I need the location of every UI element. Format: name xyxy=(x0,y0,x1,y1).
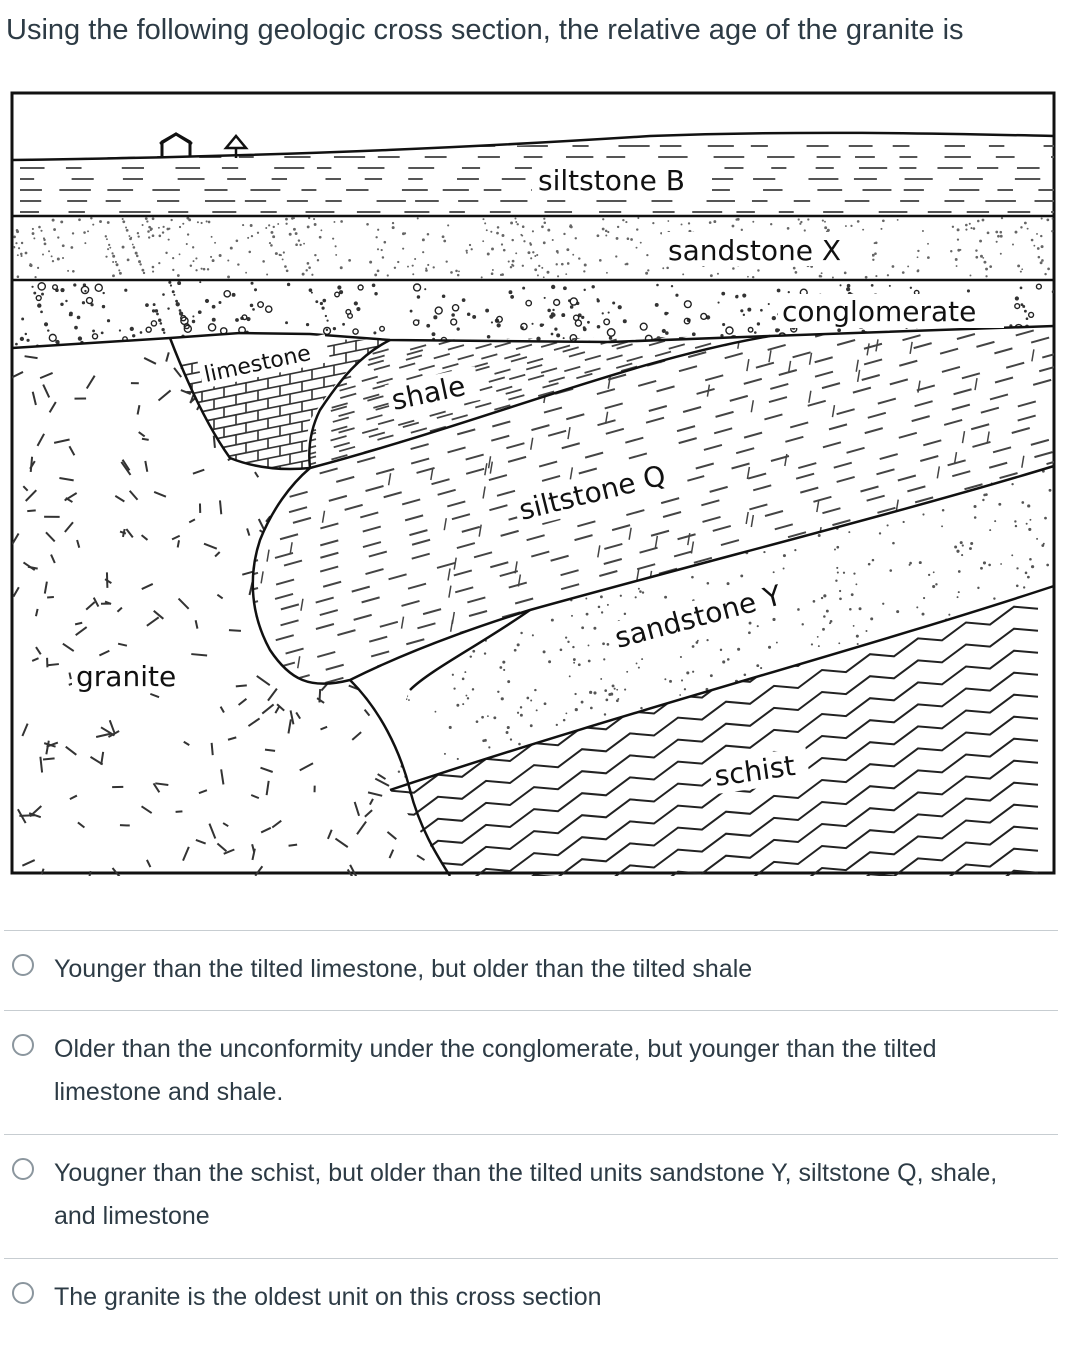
label-granite: granite xyxy=(76,660,176,693)
answer-option-4[interactable]: The granite is the oldest unit on this c… xyxy=(12,1276,1052,1319)
cross-section-frame xyxy=(10,91,1056,875)
geologic-cross-section: siltstone B sandstone X conglomerate lim… xyxy=(10,90,1056,876)
label-siltstone-b: siltstone B xyxy=(538,164,685,197)
answer-option-2[interactable]: Older than the unconformity under the co… xyxy=(12,1028,1052,1114)
answer-option-1[interactable]: Younger than the tilted limestone, but o… xyxy=(12,948,1052,991)
question-text: Using the following geologic cross secti… xyxy=(6,14,964,46)
divider xyxy=(4,1258,1058,1259)
radio-button[interactable] xyxy=(12,1282,34,1304)
answer-option-3[interactable]: Yougner than the schist, but older than … xyxy=(12,1152,1052,1238)
label-conglomerate: conglomerate xyxy=(782,295,976,328)
radio-button[interactable] xyxy=(12,1158,34,1180)
answer-text: Older than the unconformity under the co… xyxy=(54,1035,937,1106)
contact-lines xyxy=(11,131,1055,876)
answer-text: Yougner than the schist, but older than … xyxy=(54,1159,998,1230)
divider xyxy=(4,1134,1058,1135)
house-icon xyxy=(159,132,193,156)
divider xyxy=(4,930,1058,931)
answer-text: The granite is the oldest unit on this c… xyxy=(54,1283,602,1311)
label-sandstone-x: sandstone X xyxy=(668,234,841,267)
divider xyxy=(4,1010,1058,1011)
radio-button[interactable] xyxy=(12,1034,34,1056)
answer-text: Younger than the tilted limestone, but o… xyxy=(54,955,753,983)
radio-button[interactable] xyxy=(12,954,34,976)
